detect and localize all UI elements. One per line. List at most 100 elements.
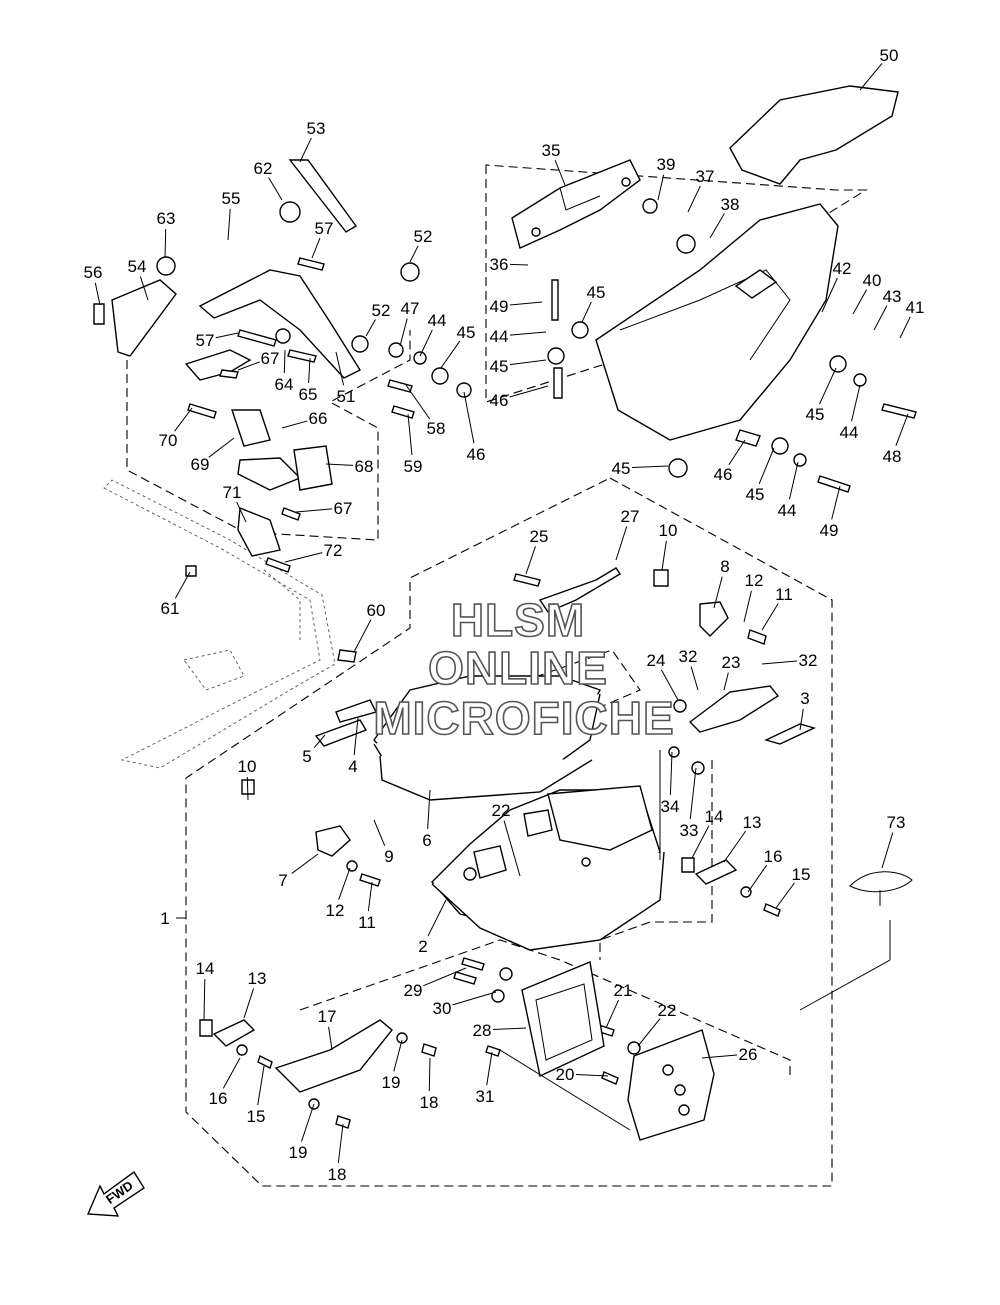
callout-number: 52 <box>372 301 391 320</box>
callout-leader <box>308 357 311 384</box>
callout-leader <box>851 384 861 422</box>
callout-number: 44 <box>840 423 859 442</box>
callout-leader <box>338 867 351 900</box>
callout-leader <box>799 708 804 731</box>
callout-leader <box>661 540 667 571</box>
callout-leader <box>409 245 419 263</box>
callout-leader <box>313 734 326 748</box>
callout-number: 45 <box>746 485 765 504</box>
callout-leader <box>492 1027 527 1030</box>
cable-loop <box>849 871 913 906</box>
callout-number: 26 <box>739 1045 758 1064</box>
callout-number: 50 <box>880 46 899 65</box>
callout-number: 16 <box>764 847 783 866</box>
callout-leader <box>821 277 838 313</box>
callout-number: 41 <box>906 298 925 317</box>
callout-leader <box>353 717 359 756</box>
right-inner-boundary <box>599 760 713 960</box>
callout-number: 42 <box>833 259 852 278</box>
callout-leader <box>337 1123 344 1164</box>
callout-number: 46 <box>467 445 486 464</box>
callout-number: 7 <box>278 871 287 890</box>
callout-leader <box>325 463 354 466</box>
callout-leader <box>164 228 167 259</box>
callout-leader <box>428 1057 431 1092</box>
callout-number: 14 <box>705 807 724 826</box>
callout-leader <box>509 359 547 366</box>
callout-number: 53 <box>307 119 326 138</box>
callout-number: 44 <box>778 501 797 520</box>
callout-leader <box>713 576 723 609</box>
callout-number: 58 <box>427 419 446 438</box>
callout-leader <box>295 508 333 513</box>
callout-leader <box>311 238 321 259</box>
callout-number: 15 <box>247 1107 266 1126</box>
callout-leader <box>174 571 191 599</box>
callout-number: 65 <box>299 385 318 404</box>
callout-number: 12 <box>745 571 764 590</box>
callout-leader <box>328 1026 333 1051</box>
callout-number: 56 <box>84 263 103 282</box>
callout-number: 66 <box>309 409 328 428</box>
callout-leader <box>284 552 323 563</box>
callout-number: 24 <box>647 651 666 670</box>
callout-leader <box>615 526 628 561</box>
callout-leader <box>208 437 235 458</box>
callout-number: 23 <box>722 653 741 672</box>
callout-number: 22 <box>658 1001 677 1020</box>
callout-leader <box>427 789 431 830</box>
callout-leader <box>575 1074 609 1077</box>
callout-leader <box>174 407 193 432</box>
callout-number: 48 <box>883 447 902 466</box>
callout-leader <box>728 439 746 466</box>
callout-number: 32 <box>799 651 818 670</box>
callout-leader <box>335 351 345 386</box>
callout-number: 55 <box>222 189 241 208</box>
callout-leader <box>407 413 413 456</box>
watermark: HLSM ONLINE MICROFICHE <box>373 593 675 745</box>
callout-number: 63 <box>157 209 176 228</box>
callout-number: 10 <box>238 757 257 776</box>
callout-leader <box>283 349 286 374</box>
callout-leader <box>405 384 431 420</box>
callout-leader <box>243 988 255 1019</box>
callout-leader <box>554 160 566 186</box>
callout-leader <box>689 767 697 820</box>
callout-leader <box>657 174 665 201</box>
callout-leader <box>227 208 231 241</box>
callout-leader <box>486 1051 493 1086</box>
callout-leader <box>291 853 319 874</box>
callout-number: 57 <box>196 331 215 350</box>
callout-number: 35 <box>542 141 561 160</box>
callout-number: 70 <box>159 431 178 450</box>
callout-number: 15 <box>792 865 811 884</box>
callout-number: 46 <box>490 391 509 410</box>
callout-leader <box>509 301 543 306</box>
callout-number: 60 <box>367 601 386 620</box>
callout-number: 16 <box>209 1089 228 1108</box>
callout-number: 29 <box>404 981 423 1000</box>
link-lines <box>499 750 891 1131</box>
callout-leader <box>637 1018 661 1047</box>
callout-number: 4 <box>348 757 357 776</box>
callout-leader <box>690 666 699 691</box>
callout-leader <box>94 282 101 306</box>
callout-number: 45 <box>612 459 631 478</box>
callout-number: 37 <box>696 167 715 186</box>
callout-leader <box>723 830 747 863</box>
callout-leader <box>422 967 467 987</box>
callout-number: 45 <box>587 283 606 302</box>
main-assembly-boundary <box>185 477 833 1187</box>
callout-leader <box>353 619 372 653</box>
callout-number: 31 <box>476 1087 495 1106</box>
callout-number: 27 <box>621 507 640 526</box>
callout-leader <box>373 819 386 847</box>
callout-leader <box>222 1057 241 1089</box>
callout-number: 44 <box>428 311 447 330</box>
callout-number: 40 <box>863 271 882 290</box>
lower-link-boundary <box>299 939 791 1080</box>
callout-number: 61 <box>161 599 180 618</box>
callout-leader <box>723 672 729 691</box>
